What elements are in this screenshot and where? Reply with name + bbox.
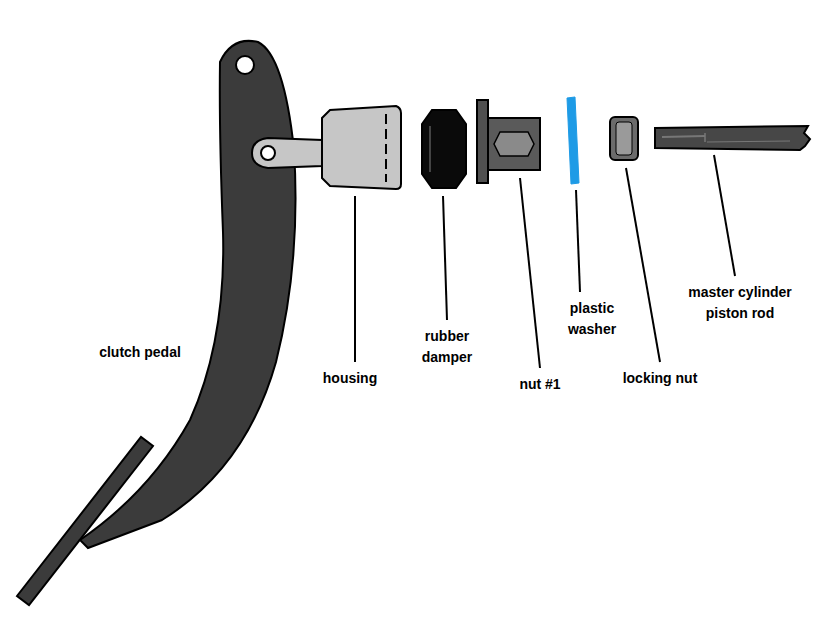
rod-line <box>704 133 706 142</box>
leader-line <box>714 155 735 276</box>
locking-nut-face <box>616 122 632 155</box>
rod-line <box>707 141 790 142</box>
plastic-washer-part <box>567 97 579 184</box>
part-label: locking nut <box>623 368 698 389</box>
leader-line <box>354 196 356 362</box>
housing-seam <box>385 114 387 182</box>
leader-line <box>520 178 540 368</box>
leader-line <box>576 190 580 292</box>
housing-body <box>322 106 401 189</box>
part-label: master cylinder piston rod <box>670 282 810 324</box>
tab-hole <box>261 146 275 160</box>
part-label: rubber damper <box>412 326 482 368</box>
rod-line <box>662 136 705 137</box>
nut-body <box>488 118 540 170</box>
nut-hex <box>494 132 534 156</box>
part-label: nut #1 <box>519 374 560 395</box>
pedal-hole <box>236 56 254 74</box>
part-label: housing <box>323 368 377 389</box>
damper-highlight <box>429 126 431 172</box>
housing-tab <box>252 138 322 168</box>
rubber-damper-part <box>422 110 466 188</box>
piston-rod-part <box>655 126 810 150</box>
leader-line <box>443 196 447 320</box>
clutch-pedal-arm <box>80 41 296 548</box>
locking-nut-part <box>610 117 638 160</box>
part-label: clutch pedal <box>99 342 181 363</box>
nut-flange <box>477 100 488 183</box>
leader-line <box>626 168 660 362</box>
part-label: plastic washer <box>557 298 627 340</box>
